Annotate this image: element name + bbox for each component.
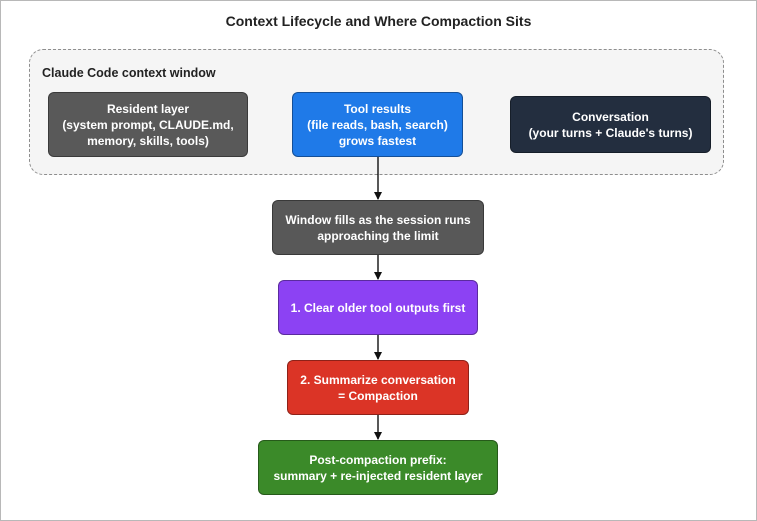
conversation-line-1: Conversation [572,109,649,124]
conversation-line-2: (your turns + Claude's turns) [528,125,693,140]
resident-layer-node: Resident layer (system prompt, CLAUDE.md… [48,92,248,157]
resident-layer-line-3: memory, skills, tools) [87,133,209,148]
window-fills-line-1: Window fills as the session runs [285,212,471,227]
resident-layer-line-2: (system prompt, CLAUDE.md, [62,117,234,132]
window-fills-node: Window fills as the session runs approac… [272,200,484,255]
summarize-line-1: 2. Summarize conversation [300,372,456,387]
tool-results-line-3: grows fastest [338,133,417,148]
diagram-title: Context Lifecycle and Where Compaction S… [225,13,532,29]
clear-tool-outputs-line-1: 1. Clear older tool outputs first [290,300,466,315]
summarize-compaction-node: 2. Summarize conversation = Compaction [287,360,469,415]
clear-tool-outputs-node: 1. Clear older tool outputs first [278,280,478,335]
tool-results-node: Tool results (file reads, bash, search) … [292,92,463,157]
context-window-label: Claude Code context window [42,66,216,80]
tool-results-line-1: Tool results [343,101,412,116]
resident-layer-line-1: Resident layer [106,101,190,116]
conversation-node: Conversation (your turns + Claude's turn… [510,96,711,153]
summarize-line-2: = Compaction [338,388,418,403]
post-compaction-line-2: summary + re-injected resident layer [273,468,483,483]
window-fills-line-2: approaching the limit [317,228,439,243]
post-compaction-node: Post-compaction prefix: summary + re-inj… [258,440,498,495]
tool-results-line-2: (file reads, bash, search) [307,117,448,132]
post-compaction-line-1: Post-compaction prefix: [309,452,447,467]
